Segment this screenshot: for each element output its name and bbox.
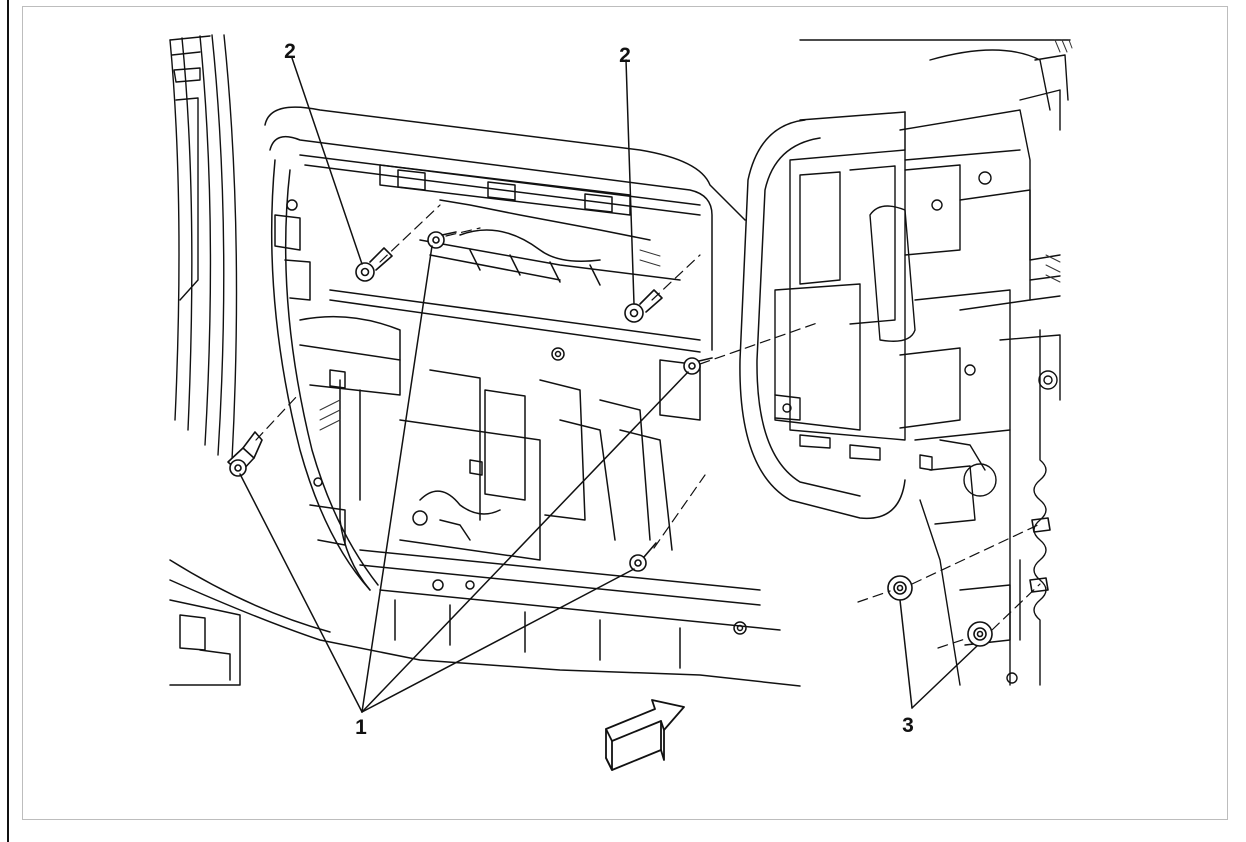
hatch-shading xyxy=(319,39,1073,431)
glovebox-opening xyxy=(739,111,906,520)
forward-arrow-icon xyxy=(605,699,685,771)
screw-icon xyxy=(355,247,663,323)
hvac-module xyxy=(774,39,1071,525)
screw-icon xyxy=(227,231,713,572)
left-margin-rule xyxy=(7,0,9,842)
callout-3: 3 xyxy=(902,714,914,737)
dash-panel-body xyxy=(169,106,801,687)
callout-2-right: 2 xyxy=(619,44,631,67)
install-path-lines xyxy=(255,204,1041,649)
callout-2-left: 2 xyxy=(284,40,296,63)
washer-nut-icon xyxy=(887,517,1051,647)
left-trim-strip xyxy=(169,34,238,461)
callout-1: 1 xyxy=(355,716,367,739)
callout-leader-lines xyxy=(239,57,978,713)
